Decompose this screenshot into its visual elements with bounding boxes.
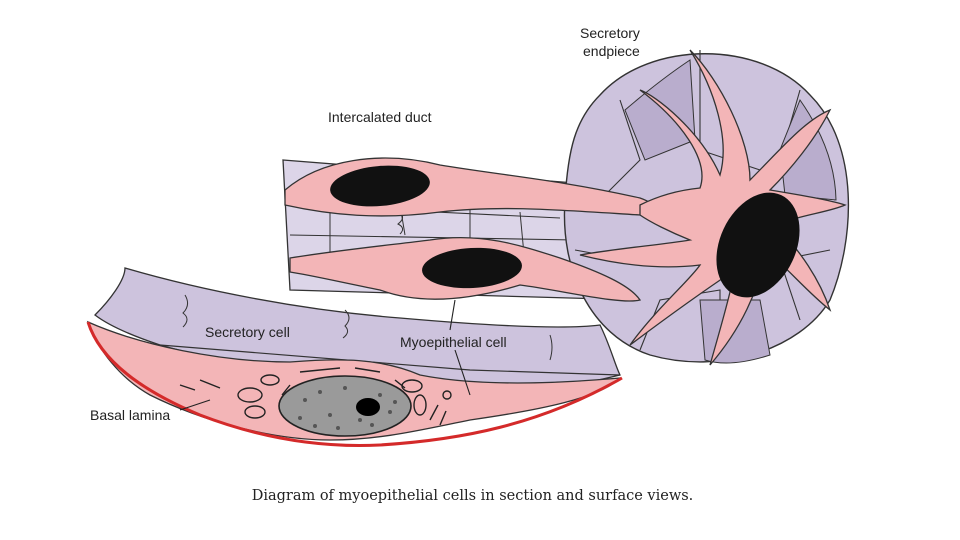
label-secretory-endpiece-line2: endpiece: [583, 43, 640, 59]
nucleus-lower-duct: [422, 247, 522, 289]
label-intercalated-duct: Intercalated duct: [328, 109, 432, 125]
nucleus-stellate: [716, 192, 800, 298]
nucleus-section: [278, 375, 412, 437]
section-view: [86, 267, 623, 447]
label-secretory-cell: Secretory cell: [205, 324, 290, 340]
leader-lines: [179, 299, 471, 411]
nuclei-surface: [330, 165, 800, 298]
organelles: [179, 367, 452, 426]
figure-caption: Diagram of myoepithelial cells in sectio…: [251, 488, 694, 504]
nucleolus: [356, 398, 380, 416]
chromatin: [298, 386, 397, 430]
label-basal-lamina: Basal lamina: [90, 407, 170, 423]
nucleus-upper-duct: [330, 165, 430, 207]
label-secretory-endpiece-line1: Secretory: [580, 25, 640, 41]
label-myoepithelial-cell: Myoepithelial cell: [400, 334, 507, 350]
basal-lamina: [86, 321, 623, 447]
